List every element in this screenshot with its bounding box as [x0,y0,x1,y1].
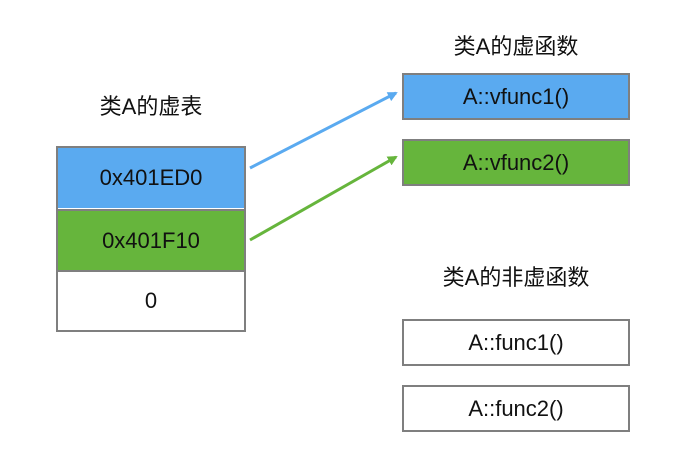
arrow-entry1-to-vfunc1 [249,91,398,170]
vtable-entry-1: 0x401ED0 [58,148,244,208]
vfunc1-box: A::vfunc1() [402,73,630,120]
vtable-entry-2: 0x401F10 [58,209,244,270]
func1-box: A::func1() [402,319,630,366]
vtable: 0x401ED0 0x401F10 0 [56,146,246,332]
vtable-title: 类A的虚表 [99,94,203,119]
virtual-functions-title: 类A的虚函数 [453,34,579,59]
vtable-entry-terminator: 0 [58,270,244,330]
non-virtual-functions-title: 类A的非虚函数 [442,265,590,290]
arrow-entry2-to-vfunc2 [249,155,398,242]
func2-box: A::func2() [402,385,630,432]
vfunc2-box: A::vfunc2() [402,139,630,186]
